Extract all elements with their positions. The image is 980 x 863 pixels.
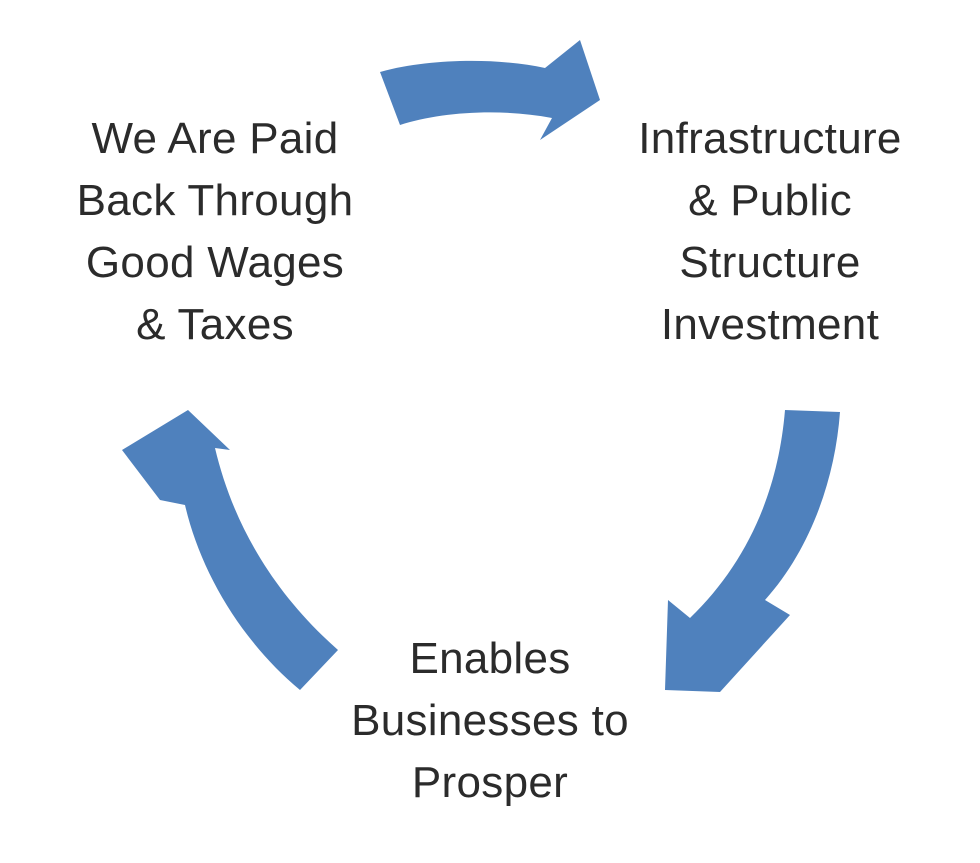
node-infrastructure-line-3: Structure	[679, 238, 861, 287]
arrow-infrastructure-to-businesses	[665, 410, 840, 692]
arrow-paid-back-to-infrastructure	[380, 40, 600, 140]
node-paid-back-line-3: Good Wages	[85, 238, 345, 287]
node-paid-back: We Are Paid Back Through Good Wages & Ta…	[30, 108, 400, 356]
node-infrastructure: Infrastructure & Public Structure Invest…	[590, 108, 950, 356]
arrow-businesses-to-paid-back	[122, 410, 338, 690]
node-infrastructure-line-2: & Public	[688, 176, 852, 225]
node-infrastructure-line-4: Investment	[660, 300, 880, 349]
node-paid-back-line-4: & Taxes	[136, 300, 294, 349]
node-businesses-line-2: Businesses to	[351, 696, 629, 745]
node-businesses-line-3: Prosper	[411, 758, 569, 807]
node-paid-back-line-1: We Are Paid	[91, 114, 339, 163]
node-businesses: Enables Businesses to Prosper	[300, 628, 680, 814]
node-paid-back-line-2: Back Through	[76, 176, 354, 225]
node-infrastructure-line-1: Infrastructure	[638, 114, 902, 163]
node-businesses-line-1: Enables	[409, 634, 571, 683]
